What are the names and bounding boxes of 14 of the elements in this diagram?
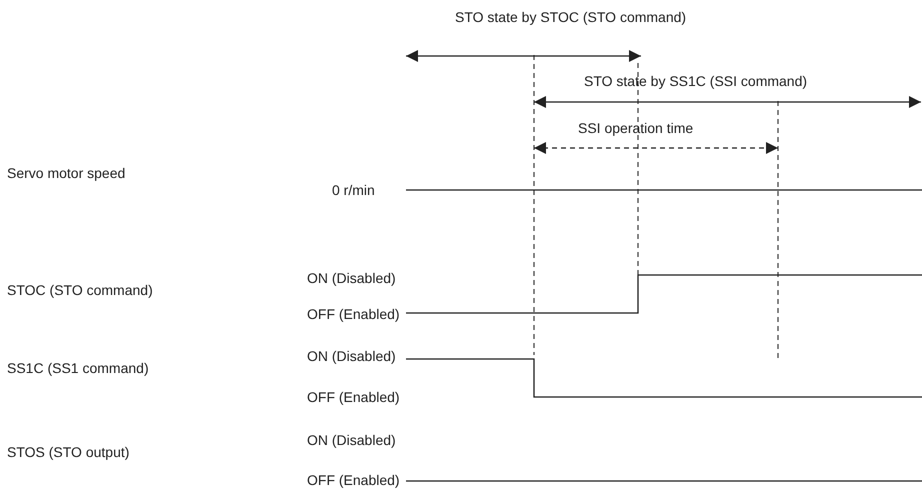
signal-name: STOC (STO command) <box>7 281 153 299</box>
level-label: ON (Disabled) <box>307 269 396 287</box>
level-label: ON (Disabled) <box>307 347 396 365</box>
interval-label: STO state by SS1C (SSI command) <box>584 72 808 90</box>
signal-name: STOS (STO output) <box>7 443 130 461</box>
signal-name: Servo motor speed <box>7 164 126 182</box>
interval-label: SSI operation time <box>578 119 694 137</box>
level-label: OFF (Enabled) <box>307 388 400 406</box>
level-label: ON (Disabled) <box>307 431 396 449</box>
signal-name: SS1C (SS1 command) <box>7 359 149 377</box>
level-label: 0 r/min <box>332 181 375 199</box>
interval-label: STO state by STOC (STO command) <box>455 8 686 26</box>
level-label: OFF (Enabled) <box>307 471 400 489</box>
level-label: OFF (Enabled) <box>307 305 400 323</box>
